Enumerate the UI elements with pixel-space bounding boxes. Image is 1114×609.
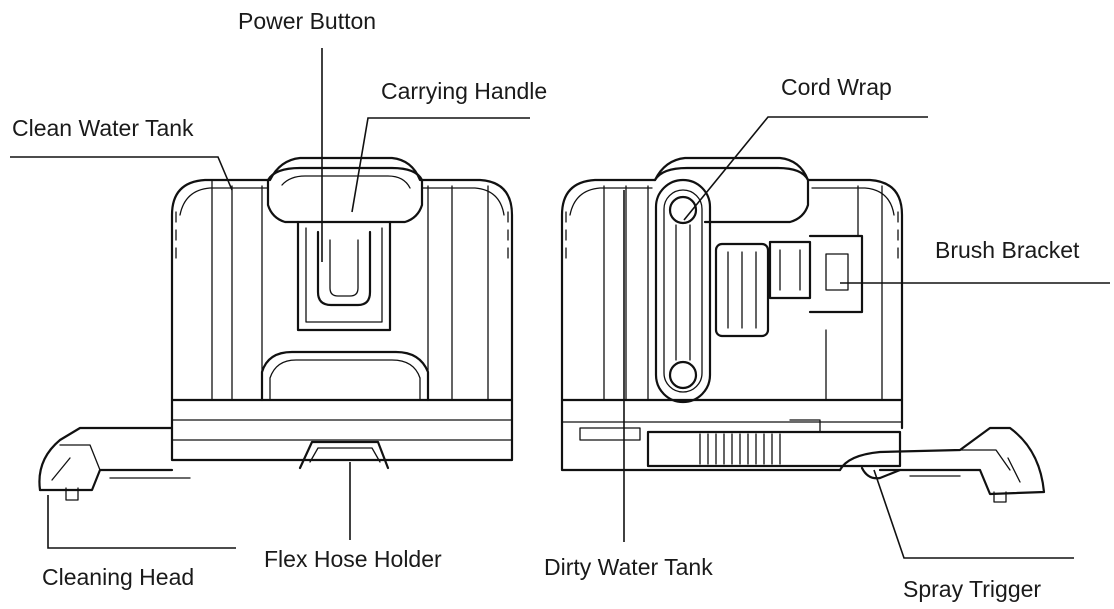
label-power-button: Power Button bbox=[238, 8, 377, 34]
label-dirty-water-tank: Dirty Water Tank bbox=[544, 554, 713, 580]
label-carrying-handle: Carrying Handle bbox=[381, 78, 548, 104]
leader-lines bbox=[10, 48, 1110, 559]
leader-spray-trigger bbox=[873, 469, 1074, 559]
label-clean-water-tank: Clean Water Tank bbox=[12, 115, 194, 141]
label-brush-bracket: Brush Bracket bbox=[935, 237, 1080, 263]
left-unit-front-view bbox=[38, 156, 514, 501]
leader-cord-wrap bbox=[683, 116, 928, 221]
leader-clean-water-tank bbox=[10, 156, 233, 191]
leader-cleaning-head bbox=[47, 495, 236, 549]
label-cord-wrap: Cord Wrap bbox=[781, 74, 892, 100]
right-unit-back-view bbox=[560, 156, 1046, 503]
leader-carrying-handle bbox=[351, 117, 530, 213]
label-cleaning-head: Cleaning Head bbox=[42, 564, 195, 590]
label-flex-hose-holder: Flex Hose Holder bbox=[264, 546, 442, 572]
label-spray-trigger: Spray Trigger bbox=[903, 576, 1042, 602]
